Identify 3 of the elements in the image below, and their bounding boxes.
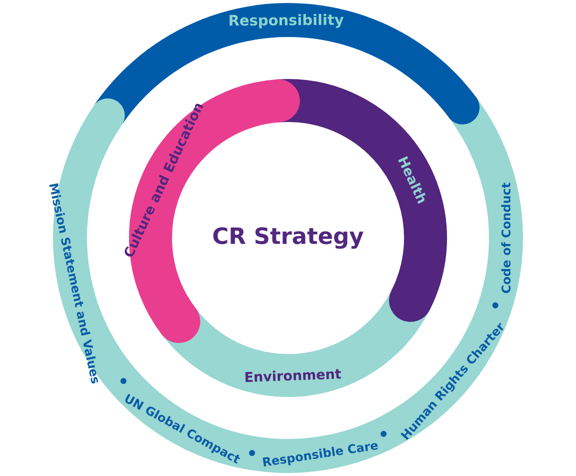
ring-segment: Environment bbox=[157, 278, 432, 397]
node-label: Responsible Care bbox=[262, 443, 378, 466]
node-label: Code of Conduct bbox=[501, 182, 511, 293]
